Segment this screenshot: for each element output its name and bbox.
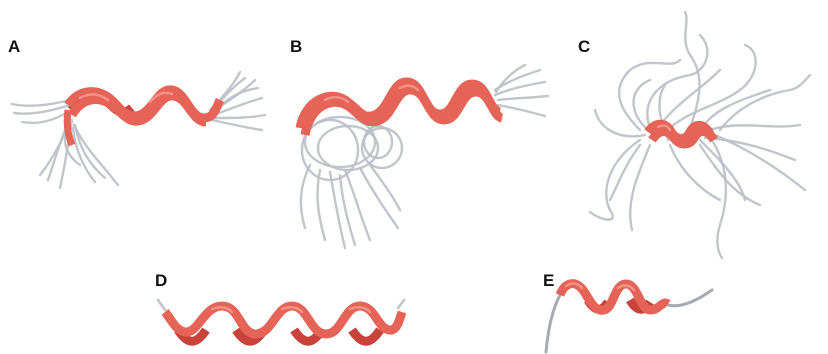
panel-e-helix	[560, 284, 668, 311]
panel-e-coil	[546, 290, 712, 352]
